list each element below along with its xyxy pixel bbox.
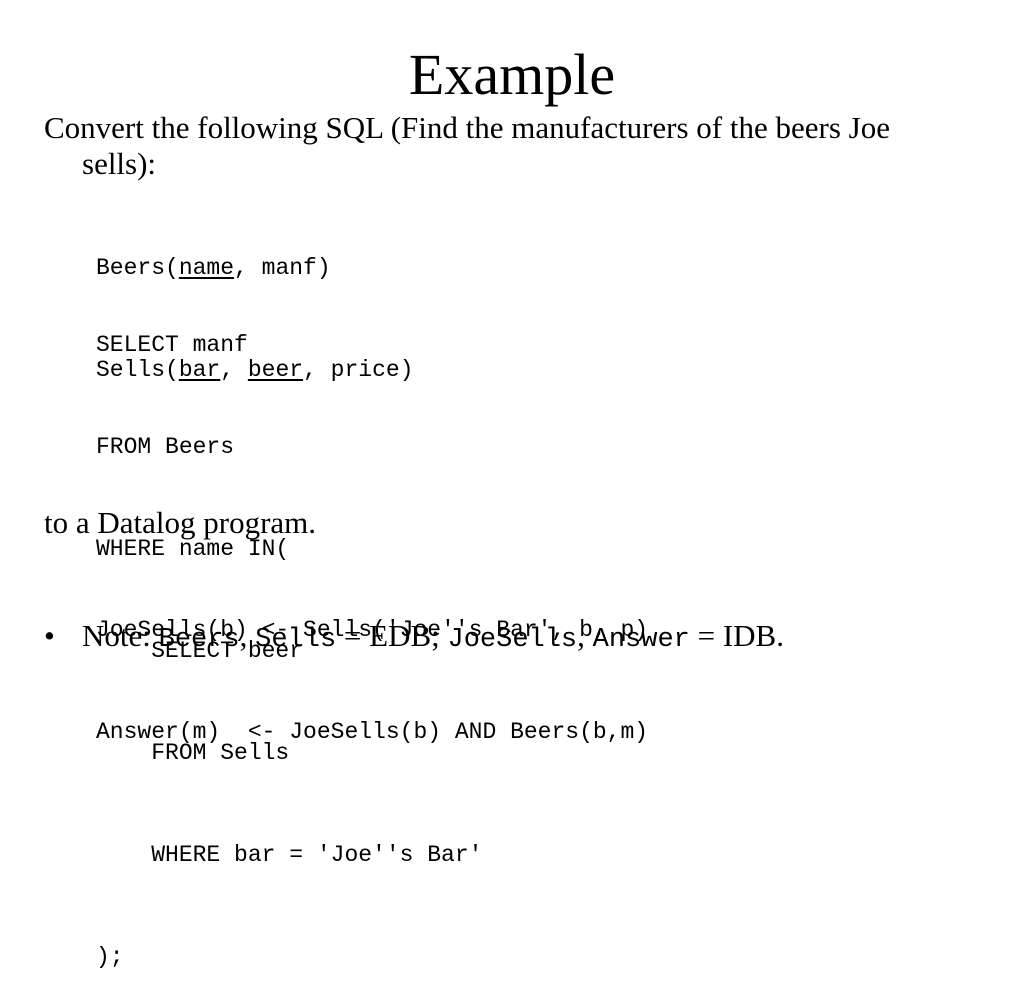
sql-line: WHERE name IN( (96, 536, 290, 562)
sql-line: ); (96, 944, 124, 970)
note-label: Note: (82, 618, 159, 653)
slide-title: Example (408, 42, 616, 107)
schema-beers: Beers(name, manf) (96, 251, 414, 285)
sql-line: SELECT manf (96, 332, 248, 358)
sql-line: WHERE bar = 'Joe''s Bar' (96, 842, 483, 868)
schema-sells-prefix: Sells( (96, 357, 179, 383)
note-bullet-item: • Note: Beers, Sells = EDB; JoeSells, Ans… (44, 616, 784, 660)
note-term-joesells: JoeSells (447, 625, 578, 655)
schema-sells-sep: , (220, 357, 248, 383)
note-edb: = EDB; (336, 618, 448, 653)
intro-line-2: sells): (82, 146, 157, 181)
note-term-answer: Answer (592, 625, 690, 655)
bullet-icon: • (44, 618, 55, 653)
intro-line-1: Convert the following SQL (Find the manu… (44, 110, 890, 145)
intro-paragraph: Convert the following SQL (Find the manu… (44, 110, 994, 182)
schema-block: Beers(name, manf) Sells(bar, beer, price… (96, 183, 414, 421)
schema-sells-rest: , price) (303, 357, 414, 383)
schema-sells-key-bar: bar (178, 357, 221, 383)
note-term-beers: Beers (158, 625, 240, 655)
note-sep: , (239, 618, 256, 653)
note-sep: , (577, 618, 593, 653)
schema-beers-prefix: Beers( (96, 255, 179, 281)
datalog-block: JoeSells(b) <- Sells('Joe''s Bar', b, p)… (96, 545, 648, 783)
datalog-intro: to a Datalog program. (44, 505, 317, 540)
sql-line: SELECT beer (96, 638, 304, 664)
datalog-rule: JoeSells(b) <- Sells('Joe''s Bar', b, p) (96, 617, 649, 643)
schema-beers-rest: , manf) (234, 255, 331, 281)
note-idb: = IDB. (689, 618, 784, 653)
sql-line: FROM Beers (96, 434, 235, 460)
note-term-sells: Sells (255, 625, 337, 655)
datalog-rule: Answer(m) <- JoeSells(b) AND Beers(b,m) (96, 719, 649, 745)
schema-beers-key: name (178, 255, 235, 281)
sql-line: FROM Sells (96, 740, 290, 766)
schema-sells: Sells(bar, beer, price) (96, 353, 414, 387)
schema-sells-key-beer: beer (247, 357, 304, 383)
